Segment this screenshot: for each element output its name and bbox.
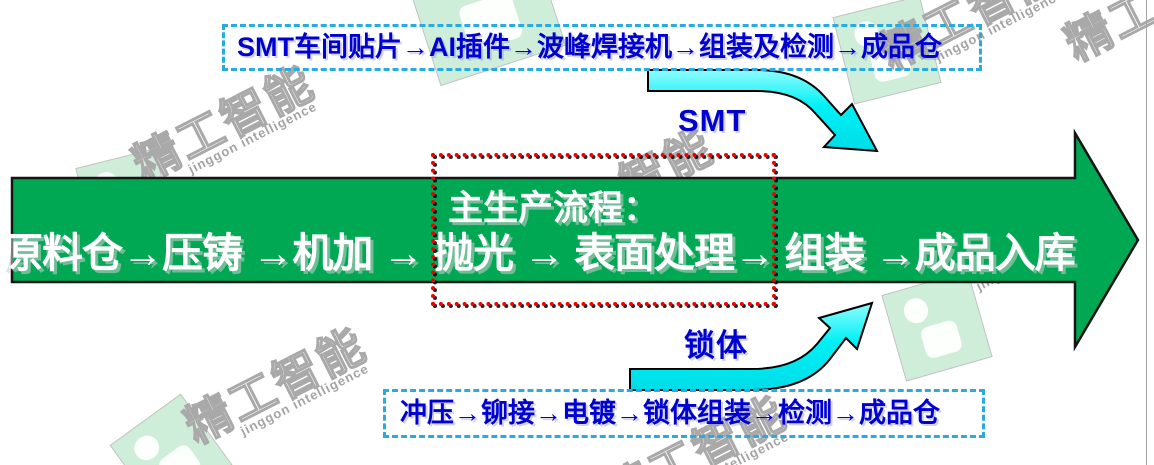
smt-process-box: SMT车间贴片→AI插件→波峰焊接机→组装及检测→成品仓 — [222, 24, 982, 71]
main-process-steps: 原料仓→压铸 →机加 → 抛光 → 表面处理→ 组装 →成品入库 — [2, 230, 1076, 276]
smt-branch-arrow — [647, 69, 879, 153]
slide-edge-line — [1146, 0, 1147, 465]
lock-branch-arrow — [629, 301, 874, 391]
main-process-title: 主生产流程： — [448, 189, 659, 228]
lock-process-box: 冲压→铆接→电镀→锁体组装→检测→成品仓 — [383, 389, 985, 438]
lock-process-text: 冲压→铆接→电镀→锁体组装→检测→成品仓 — [400, 398, 940, 428]
lock-branch-label: 锁体 — [684, 328, 748, 363]
highlight-box — [431, 153, 776, 306]
smt-branch-label: SMT — [678, 103, 747, 138]
smt-process-text: SMT车间贴片→AI插件→波峰焊接机→组装及检测→成品仓 — [237, 32, 942, 62]
